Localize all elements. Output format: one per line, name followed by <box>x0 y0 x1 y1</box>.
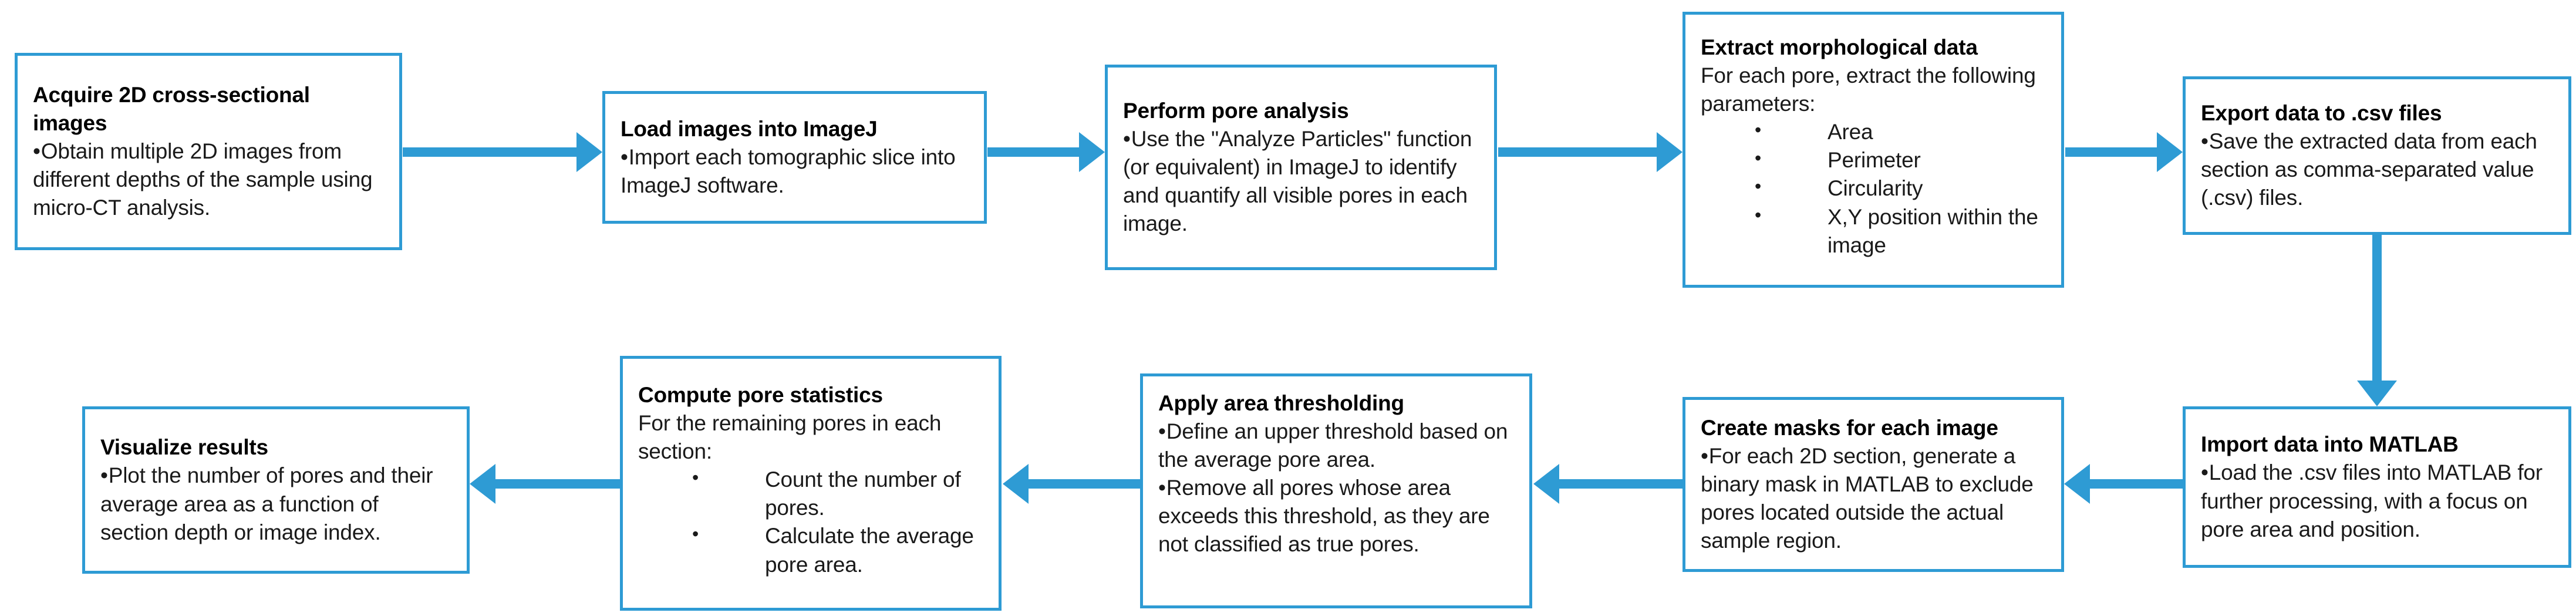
node-body: Use the "Analyze Particles" function (or… <box>1123 125 1479 238</box>
arrowhead-down-icon <box>2357 381 2397 406</box>
node-body: For the remaining pores in each section:… <box>638 409 983 579</box>
node-title: Extract morphological data <box>1701 35 1978 59</box>
connector-export-to-import <box>2357 235 2397 406</box>
connector-statistics-to-visualize <box>470 464 621 504</box>
arrowhead-right-icon <box>576 132 602 172</box>
node-bullet: Load the .csv files into MATLAB for furt… <box>2201 459 2553 543</box>
node-lead-text: For the remaining pores in each section: <box>638 411 942 464</box>
node-export-csv[interactable]: Export data to .csv files Save the extra… <box>2183 76 2571 235</box>
node-body: Plot the number of pores and their avera… <box>100 462 451 546</box>
connector-shaft <box>1498 147 1659 157</box>
connector-shaft <box>2090 479 2184 489</box>
list-item: Perimeter <box>1701 146 2046 174</box>
node-import-matlab[interactable]: Import data into MATLAB Load the .csv fi… <box>2183 406 2571 568</box>
node-sub-list: Area Perimeter Circularity X,Y position … <box>1701 118 2046 259</box>
connector-extract-to-export <box>2065 132 2183 172</box>
connector-analyze-to-extract <box>1498 132 1683 172</box>
node-title: Export data to .csv files <box>2201 100 2442 125</box>
connector-acquire-to-load <box>403 132 602 172</box>
arrowhead-left-icon <box>470 464 495 504</box>
list-item: X,Y position within the image <box>1701 203 2046 260</box>
arrowhead-right-icon <box>1657 132 1683 172</box>
arrowhead-right-icon <box>1079 132 1105 172</box>
node-body: Import each tomographic slice into Image… <box>621 143 969 200</box>
node-extract-morphological-data[interactable]: Extract morphological data For each pore… <box>1683 12 2064 288</box>
list-item: Circularity <box>1701 174 2046 203</box>
node-lead-text: For each pore, extract the following par… <box>1701 63 2036 116</box>
node-body: Save the extracted data from each sectio… <box>2201 127 2553 212</box>
node-body: Obtain multiple 2D images from different… <box>33 137 384 222</box>
arrowhead-left-icon <box>1003 464 1029 504</box>
node-bullet: Remove all pores whose area exceeds this… <box>1158 474 1514 558</box>
node-bullet: Import each tomographic slice into Image… <box>621 143 969 200</box>
connector-masks-to-threshold <box>1533 464 1684 504</box>
list-item: Area <box>1701 118 2046 146</box>
connector-load-to-analyze <box>987 132 1105 172</box>
connector-shaft <box>2372 235 2382 383</box>
arrowhead-right-icon <box>2157 132 2183 172</box>
node-title: Compute pore statistics <box>638 383 883 407</box>
node-sub-list: Count the number of pores. Calculate the… <box>638 466 983 578</box>
connector-shaft <box>403 147 579 157</box>
arrowhead-left-icon <box>1533 464 1559 504</box>
connector-shaft <box>1559 479 1684 489</box>
connector-shaft <box>495 479 621 489</box>
list-item: Count the number of pores. <box>638 466 983 522</box>
arrowhead-left-icon <box>2064 464 2090 504</box>
list-item: Calculate the average pore area. <box>638 522 983 578</box>
node-title: Load images into ImageJ <box>621 116 878 141</box>
node-body: Load the .csv files into MATLAB for furt… <box>2201 459 2553 543</box>
node-body: Define an upper threshold based on the a… <box>1158 418 1514 558</box>
connector-shaft <box>2065 147 2159 157</box>
connector-threshold-to-statistics <box>1003 464 1141 504</box>
node-acquire-2d-images[interactable]: Acquire 2D cross-sectional images Obtain… <box>15 53 402 250</box>
node-compute-pore-statistics[interactable]: Compute pore statistics For the remainin… <box>620 356 1002 611</box>
node-bullet: Plot the number of pores and their avera… <box>100 462 451 546</box>
node-load-images[interactable]: Load images into ImageJ Import each tomo… <box>602 91 987 224</box>
node-apply-area-thresholding[interactable]: Apply area thresholding Define an upper … <box>1140 373 1532 608</box>
node-bullet: Use the "Analyze Particles" function (or… <box>1123 125 1479 238</box>
node-perform-pore-analysis[interactable]: Perform pore analysis Use the "Analyze P… <box>1105 65 1497 270</box>
node-visualize-results[interactable]: Visualize results Plot the number of por… <box>82 406 470 574</box>
connector-shaft <box>987 147 1081 157</box>
node-body: For each pore, extract the following par… <box>1701 62 2046 260</box>
node-body: For each 2D section, generate a binary m… <box>1701 442 2046 555</box>
node-create-masks[interactable]: Create masks for each image For each 2D … <box>1683 397 2064 572</box>
node-bullet: Save the extracted data from each sectio… <box>2201 127 2553 212</box>
node-title: Perform pore analysis <box>1123 98 1349 123</box>
node-title: Visualize results <box>100 435 268 460</box>
node-bullet: Define an upper threshold based on the a… <box>1158 418 1514 474</box>
node-bullet: For each 2D section, generate a binary m… <box>1701 442 2046 555</box>
connector-import-to-masks <box>2064 464 2184 504</box>
node-title: Import data into MATLAB <box>2201 432 2459 457</box>
node-title: Acquire 2D cross-sectional images <box>33 82 310 135</box>
node-title: Apply area thresholding <box>1158 391 1404 415</box>
node-bullet: Obtain multiple 2D images from different… <box>33 137 384 222</box>
connector-shaft <box>1029 479 1141 489</box>
node-title: Create masks for each image <box>1701 415 1998 440</box>
